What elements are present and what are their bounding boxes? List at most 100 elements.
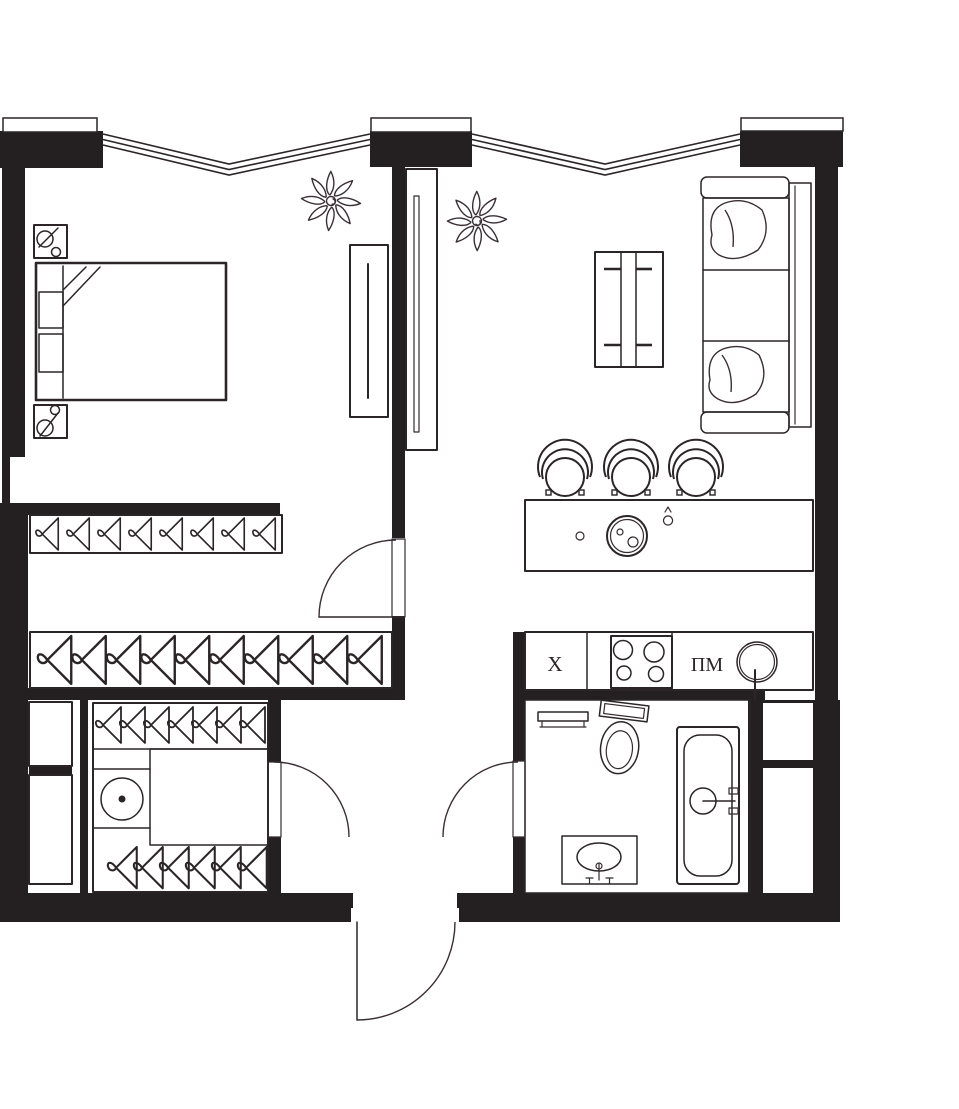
hanger-icon xyxy=(105,634,142,686)
wall-bedroom-closet-divider xyxy=(0,503,280,515)
nightstand-bottom xyxy=(33,404,68,439)
utility-door xyxy=(267,761,350,838)
hanger-icon xyxy=(97,517,122,551)
closet-rod-row-1 xyxy=(29,514,283,554)
bar-stools xyxy=(537,438,724,497)
sofa-pillow xyxy=(710,200,767,260)
hanger-icon xyxy=(190,706,218,744)
entrance-jamb-left xyxy=(351,908,357,922)
hanger-icon xyxy=(184,845,216,890)
hanger-icon xyxy=(214,706,242,744)
towel-rail xyxy=(537,711,589,728)
washbasin xyxy=(561,835,638,885)
pier-2-cap xyxy=(370,117,472,133)
doors xyxy=(267,538,526,1021)
burner xyxy=(612,639,634,661)
tall-cabinet-living xyxy=(405,168,438,451)
hanger-icon xyxy=(106,845,138,890)
entrance-jamb-right xyxy=(453,908,459,922)
sofa-back xyxy=(788,182,812,428)
washer-dot xyxy=(118,795,126,803)
tall-cabinet-bedroom xyxy=(349,244,389,418)
glazing-line xyxy=(471,133,741,165)
utility-room xyxy=(28,701,269,893)
burner xyxy=(647,665,665,683)
burner xyxy=(643,641,665,663)
hanger-icon xyxy=(221,517,246,551)
bar-stool xyxy=(668,438,724,497)
wall-hall-left xyxy=(80,700,88,895)
island-kettle xyxy=(662,506,674,526)
window-glazing xyxy=(102,133,741,176)
bedroom xyxy=(33,224,389,439)
round-sink xyxy=(736,641,778,683)
wall-pier-3 xyxy=(740,131,843,167)
hanger-icon xyxy=(132,845,164,890)
basin-taps xyxy=(585,877,614,885)
hanger-icon xyxy=(174,634,211,686)
hanger-icon xyxy=(166,706,194,744)
bar-stool xyxy=(537,438,593,497)
wall-utility-right-bottom xyxy=(268,837,281,895)
dining-table xyxy=(594,251,664,368)
wall-bottom-left xyxy=(0,893,353,922)
pier-1-cap xyxy=(2,117,98,133)
hanger-icon xyxy=(66,517,91,551)
wall-kitchen-left xyxy=(513,632,525,700)
sofa xyxy=(700,176,812,434)
shaft-niche-2 xyxy=(763,768,813,893)
hanger-icon xyxy=(140,634,176,686)
sofa-armrest-top xyxy=(700,176,790,199)
dishwasher-label: ПМ xyxy=(691,654,723,676)
hanger-icon xyxy=(236,845,268,890)
glazing-line xyxy=(471,138,741,171)
burner xyxy=(616,665,632,681)
hanger-icon xyxy=(94,706,122,744)
kitchen-island xyxy=(524,499,814,572)
wall-partition-lower xyxy=(392,616,405,700)
hanger-icon xyxy=(159,517,184,551)
wall-closet-bottom xyxy=(0,688,405,700)
shaft-niche-1 xyxy=(763,703,813,760)
fridge-label: Х xyxy=(547,652,562,676)
hanger-icon xyxy=(209,634,245,686)
hanger-icon xyxy=(252,517,277,551)
wall-pier-1 xyxy=(0,131,103,168)
left-closet-2 xyxy=(28,774,73,885)
walk-in-closet xyxy=(29,514,393,689)
hanger-icon xyxy=(118,706,146,744)
bed-pillow xyxy=(38,291,64,329)
wall-left-upper xyxy=(2,167,25,457)
plant-icon xyxy=(295,165,367,237)
hanger-icon xyxy=(128,517,153,551)
wall-bath-left-top xyxy=(513,700,525,761)
hanger-icon xyxy=(238,706,266,744)
wall-pier-2 xyxy=(370,131,472,167)
wall-right xyxy=(815,167,838,895)
glazing-line xyxy=(471,144,741,176)
bathroom xyxy=(524,699,751,894)
glazing-line xyxy=(102,144,371,176)
wall-closet-separator xyxy=(29,766,72,775)
pier-3-cap xyxy=(740,117,844,132)
glazing-line xyxy=(102,138,371,171)
wall-bath-left-bottom xyxy=(513,837,525,895)
sofa-pillow xyxy=(708,345,765,404)
washing-machine xyxy=(100,777,144,821)
walls xyxy=(0,117,844,922)
double-bed xyxy=(34,261,228,402)
plant-icon xyxy=(437,181,517,261)
bar-stool xyxy=(603,438,659,497)
toilet xyxy=(598,699,650,775)
hanger-icon xyxy=(278,634,314,686)
hanger-icon xyxy=(71,634,107,686)
hanger-icon xyxy=(243,634,280,686)
hanger-icon xyxy=(142,706,170,744)
blanket-fold xyxy=(62,266,87,291)
bathroom-door xyxy=(442,760,526,838)
hanger-icon xyxy=(36,634,73,686)
sofa-seats xyxy=(702,197,790,413)
closet-rod-row-2 xyxy=(29,631,393,689)
